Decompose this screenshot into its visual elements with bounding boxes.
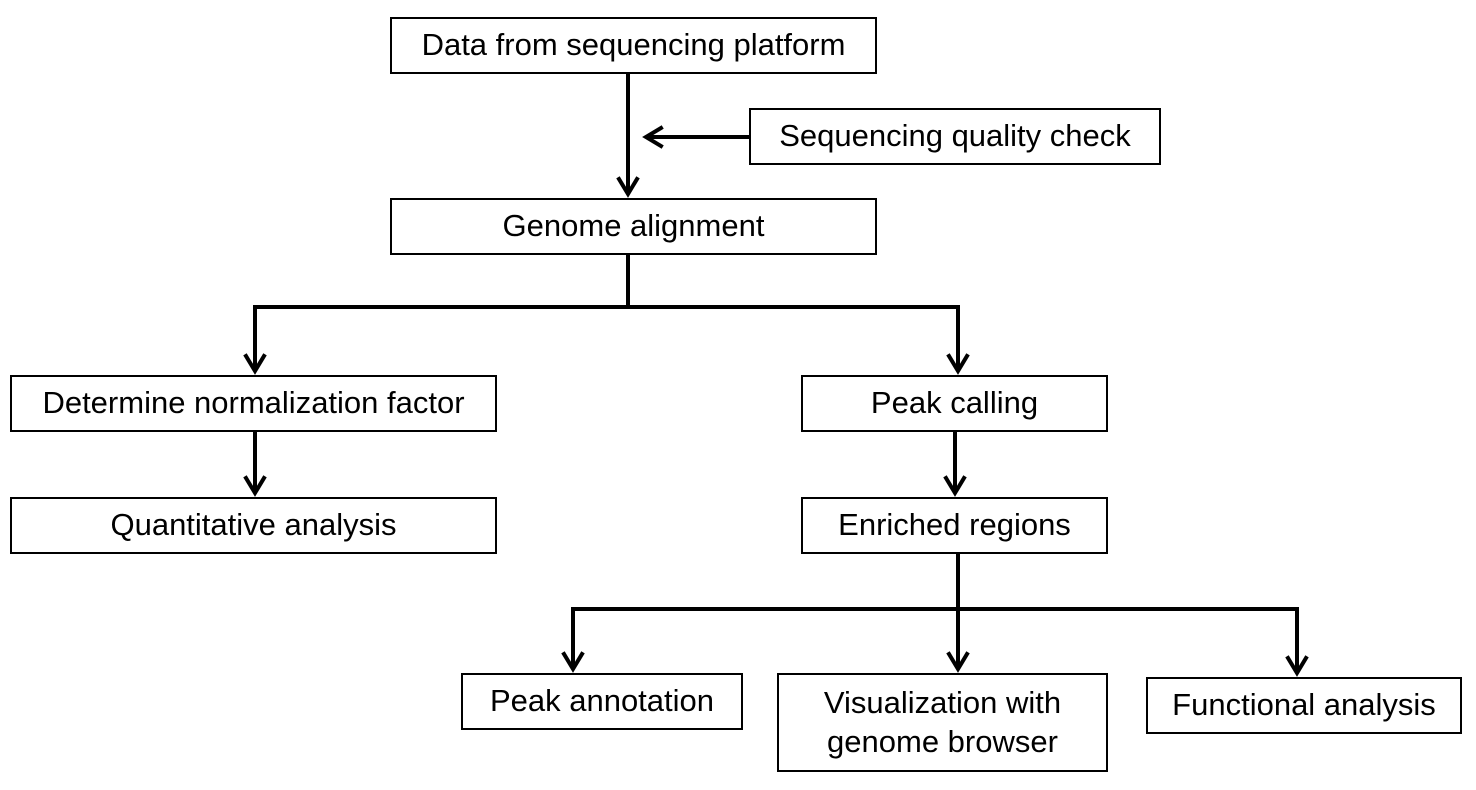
- node-functional-analysis: Functional analysis: [1146, 677, 1462, 734]
- node-peak-calling: Peak calling: [801, 375, 1108, 432]
- node-label: Sequencing quality check: [779, 118, 1131, 154]
- node-label: Peak annotation: [489, 683, 715, 719]
- node-sequencing-quality-check: Sequencing quality check: [749, 108, 1161, 165]
- node-label: Functional analysis: [1172, 687, 1436, 723]
- node-label: Quantitative analysis: [110, 507, 397, 543]
- node-quantitative-analysis: Quantitative analysis: [10, 497, 497, 554]
- arrowhead-norm: [243, 353, 267, 375]
- node-enriched-regions: Enriched regions: [801, 497, 1108, 554]
- node-label: Genome alignment: [502, 208, 765, 244]
- node-label: Data from sequencing platform: [421, 27, 846, 63]
- node-label-line1: Visualization with: [823, 684, 1062, 720]
- arrowhead-peak: [946, 353, 970, 375]
- arrowhead-func: [1285, 655, 1309, 677]
- node-visualization-with-genome-browser: Visualization with genome browser: [777, 673, 1108, 772]
- arrowhead-quant: [243, 475, 267, 497]
- node-label: Determine normalization factor: [42, 385, 465, 421]
- arrowhead-visual: [946, 651, 970, 673]
- node-label: Peak calling: [870, 385, 1039, 421]
- arrowhead-genome: [616, 176, 640, 198]
- arrowhead-mainline: [642, 125, 664, 149]
- node-peak-annotation: Peak annotation: [461, 673, 743, 730]
- node-data-from-sequencing: Data from sequencing platform: [390, 17, 877, 74]
- node-label: Enriched regions: [838, 507, 1071, 543]
- arrowhead-enriched: [943, 475, 967, 497]
- arrowhead-annot: [561, 651, 585, 673]
- node-label-line2: genome browser: [827, 723, 1058, 759]
- node-label-group: Visualization with genome browser: [824, 684, 1061, 762]
- node-genome-alignment: Genome alignment: [390, 198, 877, 255]
- node-determine-normalization-factor: Determine normalization factor: [10, 375, 497, 432]
